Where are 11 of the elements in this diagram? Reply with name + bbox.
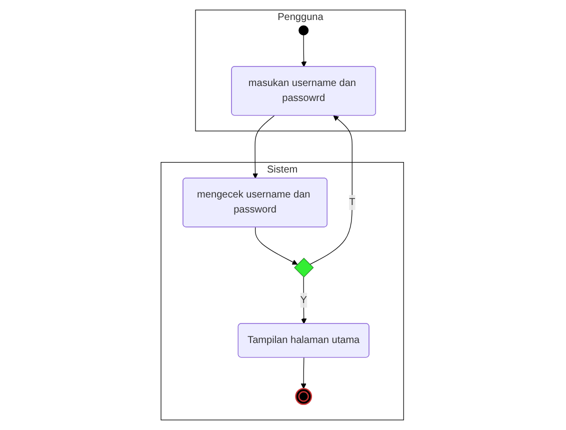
arrow — [300, 357, 306, 389]
arrow — [254, 226, 298, 265]
arrow — [309, 115, 352, 265]
arrow — [300, 276, 306, 324]
arrow — [252, 115, 274, 179]
edge-label: T — [348, 196, 355, 208]
node-circle — [298, 25, 308, 36]
node-diamond — [294, 258, 314, 278]
node-circle — [294, 388, 312, 405]
arrow — [300, 34, 306, 67]
edge-label: Y — [300, 294, 307, 306]
